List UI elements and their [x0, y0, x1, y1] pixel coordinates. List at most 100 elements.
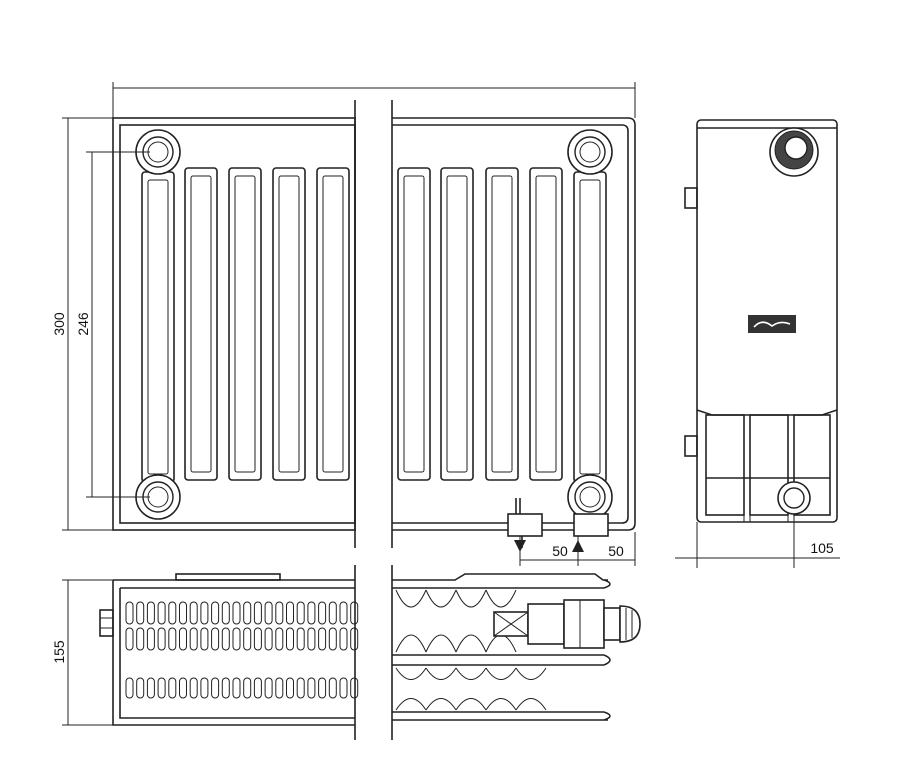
bracket-clip — [99, 609, 114, 637]
connection-nipples — [135, 129, 613, 520]
side-bottom-connector — [777, 481, 811, 515]
channel — [440, 167, 474, 481]
grille-slot — [168, 677, 177, 699]
front-right-panel — [392, 117, 636, 531]
side-top-connector — [769, 127, 819, 177]
channel — [141, 171, 175, 483]
grille-slot — [179, 677, 187, 699]
grille-slot — [318, 677, 327, 699]
grille-slot — [275, 677, 284, 699]
convector-channels — [141, 167, 607, 483]
channel — [397, 167, 431, 481]
channel-inner — [535, 175, 557, 473]
grille-slot — [296, 601, 305, 625]
bottom-valve — [507, 498, 609, 548]
grille-slot — [286, 627, 294, 651]
grille-slot — [125, 677, 134, 699]
channel-inner — [403, 175, 425, 473]
nipple-core — [579, 141, 601, 163]
channel — [228, 167, 262, 481]
offset-right-label: 50 — [608, 543, 624, 559]
grille-slot — [146, 627, 155, 651]
grille-slot — [296, 627, 305, 651]
wave-fin-row — [395, 589, 517, 653]
grille-slot — [232, 677, 241, 699]
side-view: 105 — [675, 119, 840, 568]
grille-slot — [253, 627, 262, 651]
channel — [529, 167, 563, 481]
offset-dimension-line — [514, 532, 636, 566]
side-convector-fins — [696, 409, 838, 522]
grille-slot — [200, 627, 209, 651]
grille-slot — [232, 601, 241, 625]
grille-slot — [350, 627, 359, 651]
grille-slot — [307, 627, 316, 651]
channel-inner — [190, 175, 212, 473]
grille-slot — [221, 601, 230, 625]
total-height-label: 300 — [51, 312, 67, 336]
grille-slot — [125, 627, 134, 651]
depth-dimension-line — [62, 579, 113, 726]
convector-wave-fins — [395, 589, 547, 711]
connection-distance-line — [86, 151, 150, 498]
channel — [573, 171, 607, 483]
grille-slot — [307, 677, 316, 699]
grille-slot — [318, 601, 327, 625]
top-view: 155 — [51, 573, 641, 726]
break-lines — [354, 100, 393, 740]
grille-slot — [275, 601, 284, 625]
grille-slot — [157, 627, 166, 651]
grille-slot — [286, 677, 294, 699]
grille-slot — [243, 677, 252, 699]
grille-slot — [328, 601, 337, 625]
grille-slot — [168, 601, 177, 625]
grille-slot — [350, 601, 359, 625]
grille-slot — [296, 677, 305, 699]
channel-inner — [579, 179, 601, 475]
front-view: 300 246 50 50 — [51, 82, 636, 740]
grille-slot — [125, 601, 134, 625]
channel — [184, 167, 218, 481]
side-depth-line — [675, 515, 840, 568]
side-depth-label: 105 — [810, 540, 834, 556]
offset-left-label: 50 — [552, 543, 568, 559]
grille-slot — [264, 677, 273, 699]
grille-slot — [232, 627, 241, 651]
grille-slot — [136, 601, 145, 625]
channel-inner — [491, 175, 513, 473]
grille-slot — [168, 627, 177, 651]
grille-slot — [146, 601, 155, 625]
channel — [272, 167, 306, 481]
connection-distance-label: 246 — [75, 312, 91, 336]
nipple-inner — [574, 136, 606, 168]
grille-slot — [253, 677, 262, 699]
grille-slot — [286, 601, 294, 625]
grille-slot — [264, 627, 273, 651]
grille-slot — [157, 677, 166, 699]
height-dimension-line — [62, 117, 118, 531]
depth-label: 155 — [51, 640, 67, 664]
channel-inner — [147, 179, 169, 475]
grille-slot — [157, 601, 166, 625]
channel-inner — [322, 175, 344, 473]
grille-slot — [339, 601, 348, 625]
width-dimension-line — [112, 82, 636, 118]
grille-slot — [179, 601, 187, 625]
wave-fin-row — [395, 667, 547, 711]
grille-slot — [221, 627, 230, 651]
grille-slot — [189, 627, 198, 651]
channel-inner — [234, 175, 256, 473]
top-valve — [493, 599, 641, 649]
grille-slot — [318, 627, 327, 651]
brand-logo — [748, 315, 796, 333]
channel — [485, 167, 519, 481]
grille-slot — [211, 677, 220, 699]
nipple-core — [579, 486, 601, 508]
grille-slot — [339, 677, 348, 699]
grille-slot — [243, 601, 252, 625]
grille-slot — [264, 601, 273, 625]
grille-slot — [146, 677, 155, 699]
grille-slot — [189, 601, 198, 625]
top-grille-slots-middle — [125, 627, 359, 651]
grille-slot — [189, 677, 198, 699]
